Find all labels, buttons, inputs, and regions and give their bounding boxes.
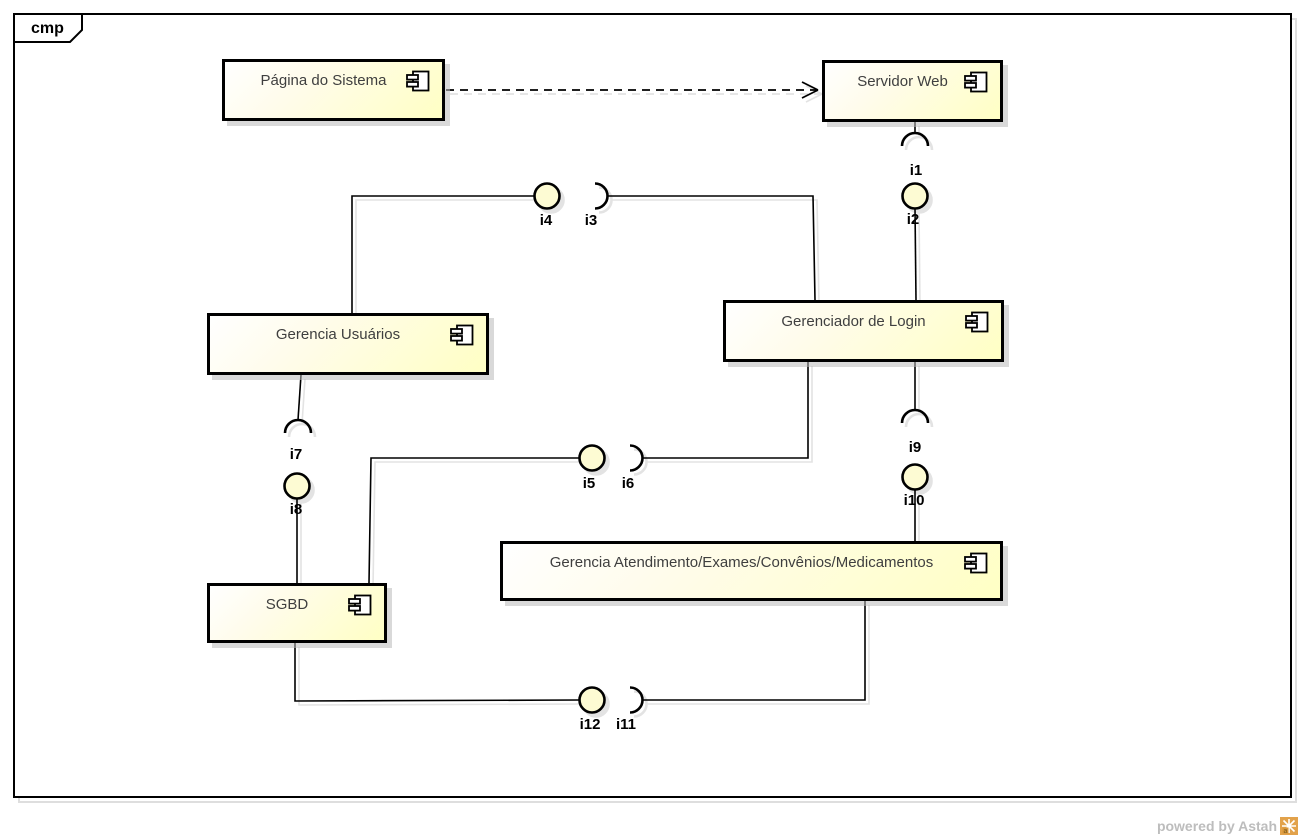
interface-label-i9: i9 [908, 439, 922, 456]
socket-i3-icon [594, 182, 609, 210]
connector-i3-login [608, 195, 816, 301]
svg-text:a: a [1284, 828, 1288, 835]
component-label: Página do Sistema [260, 72, 387, 89]
dependency-arrow [446, 81, 819, 99]
socket-i6-icon [629, 444, 644, 472]
component-servidor-web: Servidor Web [822, 60, 1003, 122]
component-label: Gerenciador de Login [781, 313, 926, 330]
component-icon [348, 594, 372, 616]
component-label: SGBD [265, 596, 309, 613]
frame-label: cmp [31, 20, 64, 37]
connector-sgbd-i12 [294, 643, 581, 702]
component-icon [964, 71, 988, 93]
connector-usuarios-i4 [351, 195, 534, 313]
socket-i1-icon [900, 131, 930, 147]
diagram-frame: cmp [13, 13, 1292, 798]
frame-tab-shape [13, 13, 83, 43]
component-pagina-do-sistema: Página do Sistema [222, 59, 445, 121]
component-icon [965, 311, 989, 333]
connector-i2-login [914, 207, 917, 301]
interface-label-i6: i6 [621, 475, 635, 492]
component-label: Servidor Web [857, 73, 948, 90]
interface-label-i11: i11 [615, 716, 637, 733]
interface-label-i7: i7 [289, 446, 303, 463]
component-gerenciador-de-login: Gerenciador de Login [723, 300, 1004, 362]
interface-label-i10: i10 [903, 492, 925, 509]
component-icon [450, 324, 474, 346]
interface-label-i8: i8 [289, 501, 303, 518]
component-label: Gerencia Atendimento/Exames/Convênios/Me… [549, 554, 934, 571]
ball-i4-icon [533, 182, 561, 210]
socket-i7-icon [283, 418, 313, 434]
component-sgbd: SGBD [207, 583, 387, 643]
ball-i5-icon [578, 444, 606, 472]
component-icon [964, 552, 988, 574]
astah-logo-icon: a [1280, 817, 1298, 835]
component-label: Gerencia Usuários [275, 326, 401, 343]
footer: powered by Astah a [1157, 817, 1298, 835]
ball-i10-icon [901, 463, 929, 491]
component-gerencia-atendimento: Gerencia Atendimento/Exames/Convênios/Me… [500, 541, 1003, 601]
connector-i6-login [643, 362, 809, 459]
powered-by-text: powered by Astah [1156, 818, 1277, 834]
ball-i8-icon [283, 472, 311, 500]
interface-label-i5: i5 [582, 475, 596, 492]
component-icon [406, 70, 430, 92]
connector-i11-atendimento [643, 601, 866, 701]
component-gerencia-usuarios: Gerencia Usuários [207, 313, 489, 375]
connector-i5-sgbd [368, 457, 580, 584]
interface-label-i1: i1 [909, 162, 923, 179]
ball-i2-icon [901, 182, 929, 210]
ball-i12-icon [578, 686, 606, 714]
interface-label-i4: i4 [539, 212, 553, 229]
interface-label-i12: i12 [579, 716, 601, 733]
socket-i11-icon [629, 686, 644, 714]
connector-usuarios-i7 [297, 374, 302, 421]
socket-i9-icon [900, 408, 930, 424]
interface-label-i3: i3 [584, 212, 598, 229]
interface-label-i2: i2 [906, 211, 920, 228]
